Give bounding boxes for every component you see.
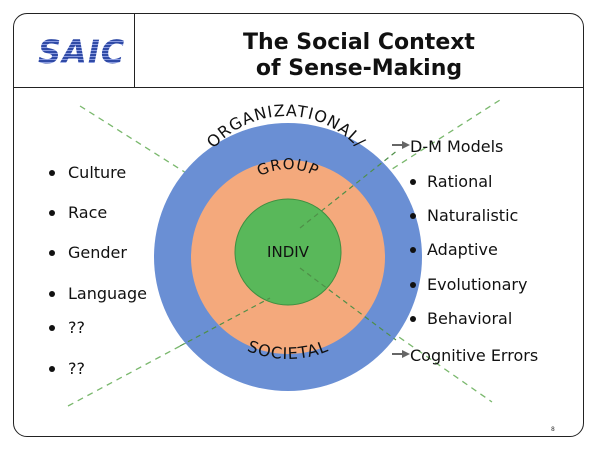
cognitive-errors-heading: Cognitive Errors: [410, 346, 539, 365]
bullet: [410, 213, 416, 219]
saic-logo: SAIC: [38, 33, 126, 71]
dashed-line-upper-right-overlay: [299, 149, 399, 229]
header-rule: [14, 87, 583, 88]
left-item-culture: Culture: [68, 163, 127, 182]
page-number: 8: [551, 426, 555, 433]
model-evolutionary: Evolutionary: [427, 275, 528, 294]
left-item-unknown-2: ??: [68, 359, 85, 378]
title-line-1: The Social Context: [243, 30, 475, 55]
dashed-line-lower-left-overlay: [179, 297, 271, 347]
dashed-line-lower-right-overlay: [299, 267, 397, 341]
model-adaptive: Adaptive: [427, 240, 498, 259]
bullet: [410, 282, 416, 288]
bullet: [49, 250, 55, 256]
bullet: [49, 210, 55, 216]
left-item-language: Language: [68, 284, 147, 303]
model-naturalistic: Naturalistic: [427, 206, 519, 225]
slide-title: The Social Context of Sense-Making: [134, 30, 584, 82]
bullet: [410, 247, 416, 253]
left-item-gender: Gender: [68, 243, 127, 262]
slide-frame: [13, 13, 584, 437]
title-line-2: of Sense-Making: [255, 56, 463, 81]
dm-models-heading: D-M Models: [410, 137, 504, 156]
bullet: [49, 291, 55, 297]
bullet: [410, 316, 416, 322]
center-circle-indiv: [234, 198, 342, 306]
model-behavioral: Behavioral: [427, 309, 513, 328]
arrow-bullet-dm-models: [392, 141, 410, 149]
left-item-race: Race: [68, 203, 108, 222]
left-item-unknown-1: ??: [68, 318, 85, 337]
bullet: [49, 325, 55, 331]
arrow-bullet-cognitive-errors: [392, 350, 410, 358]
bullet: [49, 170, 55, 176]
bullet: [410, 179, 416, 185]
model-rational: Rational: [427, 172, 493, 191]
logo-divider: [134, 14, 135, 87]
center-label: INDIV: [267, 243, 310, 261]
bullet: [49, 366, 55, 372]
